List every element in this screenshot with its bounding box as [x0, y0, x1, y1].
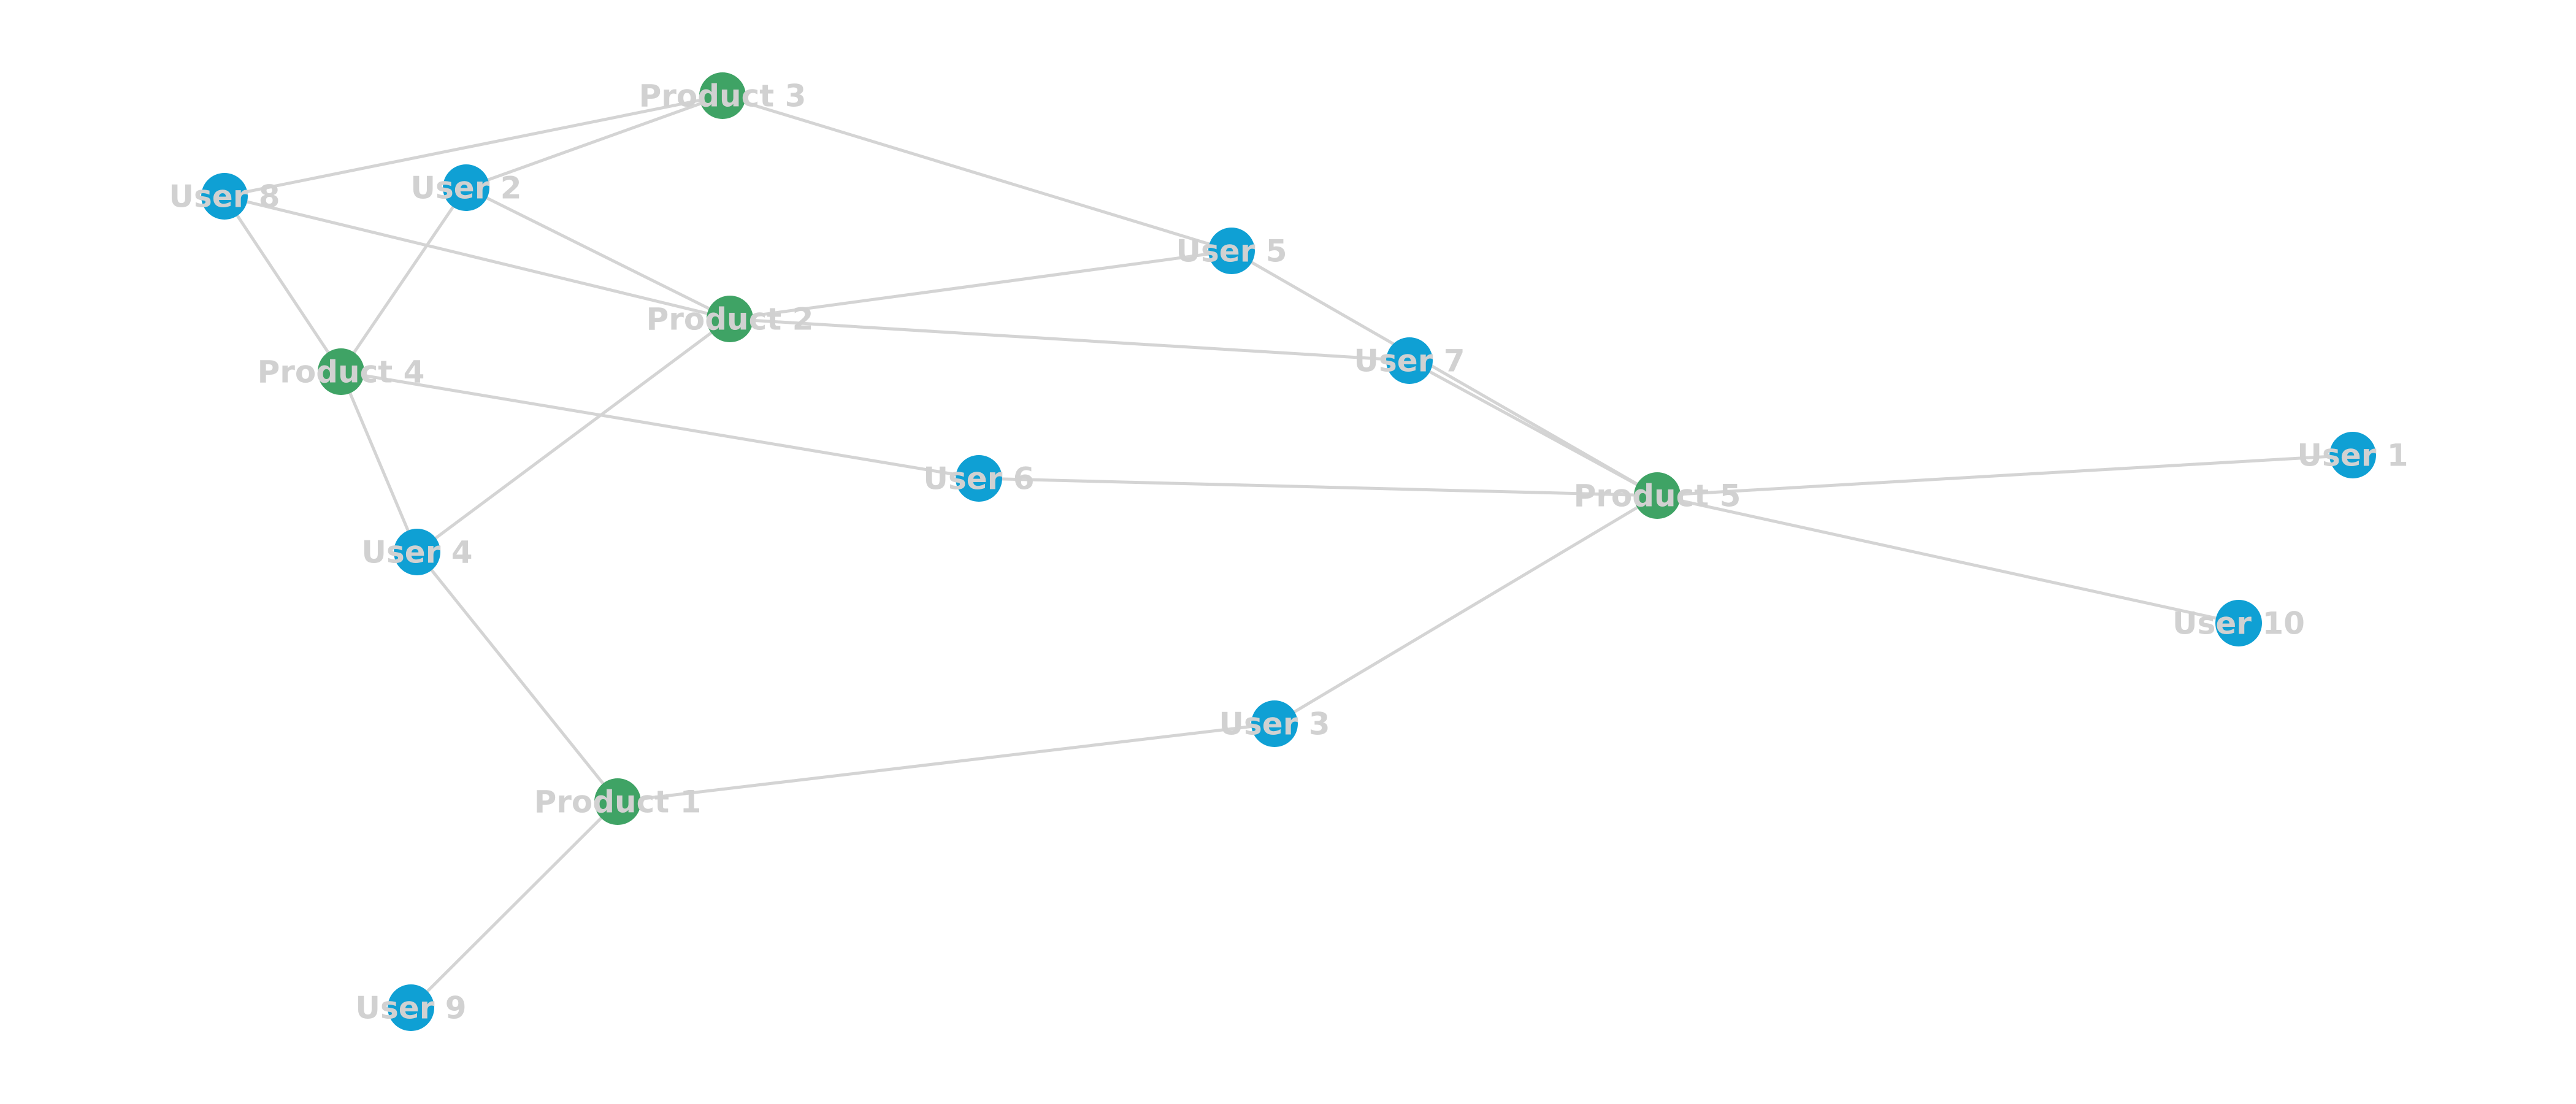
node-user-10[interactable] [2215, 600, 2262, 646]
edge-user-4-product-2 [415, 317, 732, 554]
node-product-3[interactable] [699, 72, 746, 119]
edge-user-3-product-5 [1273, 494, 1659, 726]
node-user-5[interactable] [1208, 228, 1255, 274]
edge-user-2-product-2 [464, 186, 732, 321]
edge-user-9-product-1 [409, 800, 619, 1010]
node-product-2[interactable] [707, 296, 753, 342]
edge-user-7-product-5 [1408, 359, 1659, 497]
edge-user-1-product-5 [1655, 453, 2355, 497]
node-user-9[interactable] [388, 984, 434, 1031]
node-user-8[interactable] [201, 173, 248, 220]
edge-user-3-product-1 [616, 722, 1276, 803]
edge-user-6-product-4 [339, 370, 981, 480]
nodes-layer [201, 72, 2376, 1031]
node-user-6[interactable] [956, 455, 1002, 502]
edge-user-4-product-4 [339, 370, 419, 554]
node-user-3[interactable] [1251, 700, 1298, 747]
edge-user-10-product-5 [1655, 494, 2241, 625]
node-product-4[interactable] [318, 348, 364, 395]
node-user-7[interactable] [1386, 337, 1433, 384]
edge-user-8-product-3 [223, 94, 724, 198]
node-user-2[interactable] [443, 164, 489, 211]
edge-user-5-product-5 [1230, 249, 1659, 497]
node-user-1[interactable] [2329, 432, 2376, 478]
edge-user-6-product-5 [977, 477, 1659, 497]
edge-user-8-product-4 [223, 194, 343, 374]
edges-layer [223, 94, 2355, 1010]
node-user-4[interactable] [394, 529, 440, 575]
edge-user-5-product-2 [728, 249, 1233, 321]
edge-user-7-product-2 [728, 317, 1411, 362]
edge-user-4-product-1 [415, 550, 619, 803]
edge-user-2-product-4 [339, 186, 468, 374]
edge-user-8-product-2 [223, 194, 732, 321]
node-product-5[interactable] [1634, 472, 1681, 519]
node-product-1[interactable] [594, 778, 641, 825]
edge-user-5-product-3 [721, 94, 1233, 253]
edge-user-2-product-3 [464, 94, 724, 190]
